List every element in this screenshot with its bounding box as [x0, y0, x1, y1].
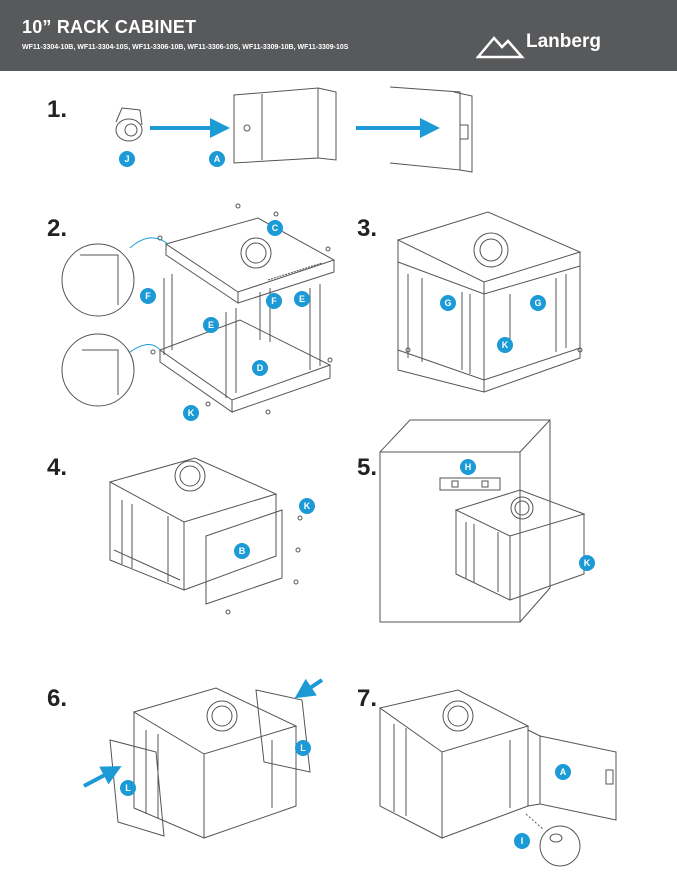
step-4-illustration	[108, 457, 303, 615]
step-5-number: 5.	[357, 454, 378, 481]
part-badge-e: E	[294, 291, 310, 307]
brand-logo-icon	[476, 36, 525, 59]
part-badge-i: I	[514, 833, 530, 849]
part-badge-f: F	[140, 288, 156, 304]
part-badge-g: G	[440, 295, 456, 311]
part-badge-l: L	[120, 780, 136, 796]
part-badge-k-3: K	[299, 498, 315, 514]
part-badge-k-4: K	[579, 555, 595, 571]
step-7-number: 7.	[357, 685, 378, 712]
step-3-illustration	[396, 211, 583, 393]
part-badge-c: C	[267, 220, 283, 236]
step-5-illustration	[379, 419, 586, 623]
step-1-illustration	[115, 86, 473, 173]
part-badge-k-2: K	[497, 337, 513, 353]
part-badge-f-2: F	[266, 293, 282, 309]
part-badge-b: B	[234, 543, 250, 559]
step-1-number: 1.	[47, 96, 68, 123]
part-badge-d: D	[252, 360, 268, 376]
part-badge-h: H	[460, 459, 476, 475]
step-6-illustration	[109, 687, 311, 839]
step-7-illustration	[378, 689, 617, 867]
step-4-number: 4.	[47, 454, 68, 481]
step-6-number: 6.	[47, 685, 68, 712]
part-badge-a-2: A	[555, 764, 571, 780]
document-title: 10” RACK CABINET	[22, 17, 197, 37]
part-badge-j: J	[119, 151, 135, 167]
part-badge-e-2: E	[203, 317, 219, 333]
part-badge-g-2: G	[530, 295, 546, 311]
step-2-number: 2.	[47, 215, 68, 242]
part-badge-k: K	[183, 405, 199, 421]
step-2-illustration	[61, 203, 336, 415]
model-list: WF11-3304-10B, WF11-3304-10S, WF11-3306-…	[22, 44, 349, 51]
brand-name: Lanberg	[526, 31, 601, 52]
header-bar: 10” RACK CABINET WF11-3304-10B, WF11-330…	[0, 0, 677, 71]
step-3-number: 3.	[357, 215, 378, 242]
part-badge-a: A	[209, 151, 225, 167]
part-badge-l-2: L	[295, 740, 311, 756]
